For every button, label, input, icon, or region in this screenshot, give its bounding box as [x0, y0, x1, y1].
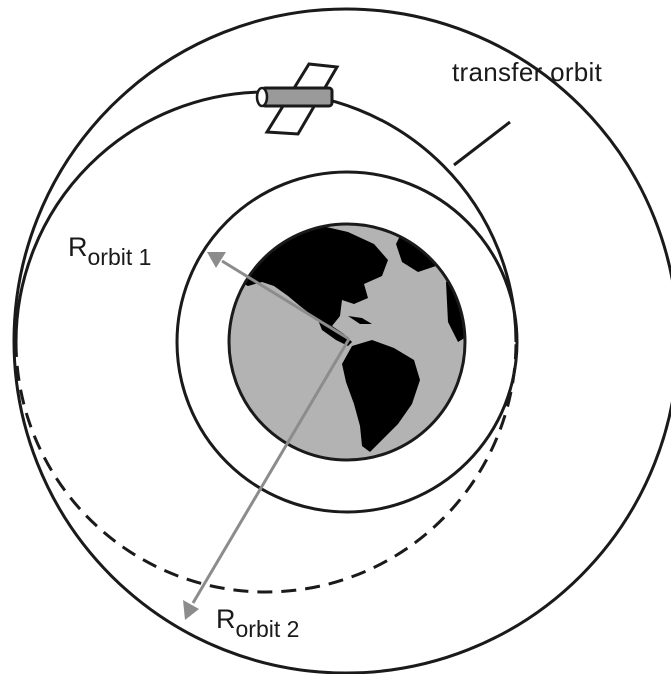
r-orbit-1-label: Rorbit 1	[68, 232, 151, 271]
r-orbit-1-subscript: orbit 1	[87, 244, 152, 270]
transfer-orbit-dashed-arc	[14, 341, 518, 594]
transfer-orbit-leader-line	[453, 120, 511, 167]
r-orbit-2-label: Rorbit 2	[216, 604, 299, 643]
transfer-orbit-label: transfer orbit	[452, 57, 603, 87]
satellite-icon	[255, 62, 340, 136]
r-orbit-1-main: R	[68, 232, 88, 262]
r-orbit-2-main: R	[216, 604, 236, 634]
radius-arrow-orbit-1	[207, 252, 350, 341]
outer-orbit-circle	[12, 7, 671, 674]
radius-arrow-orbit-2	[183, 338, 351, 620]
r-orbit-2-subscript: orbit 2	[235, 616, 300, 642]
